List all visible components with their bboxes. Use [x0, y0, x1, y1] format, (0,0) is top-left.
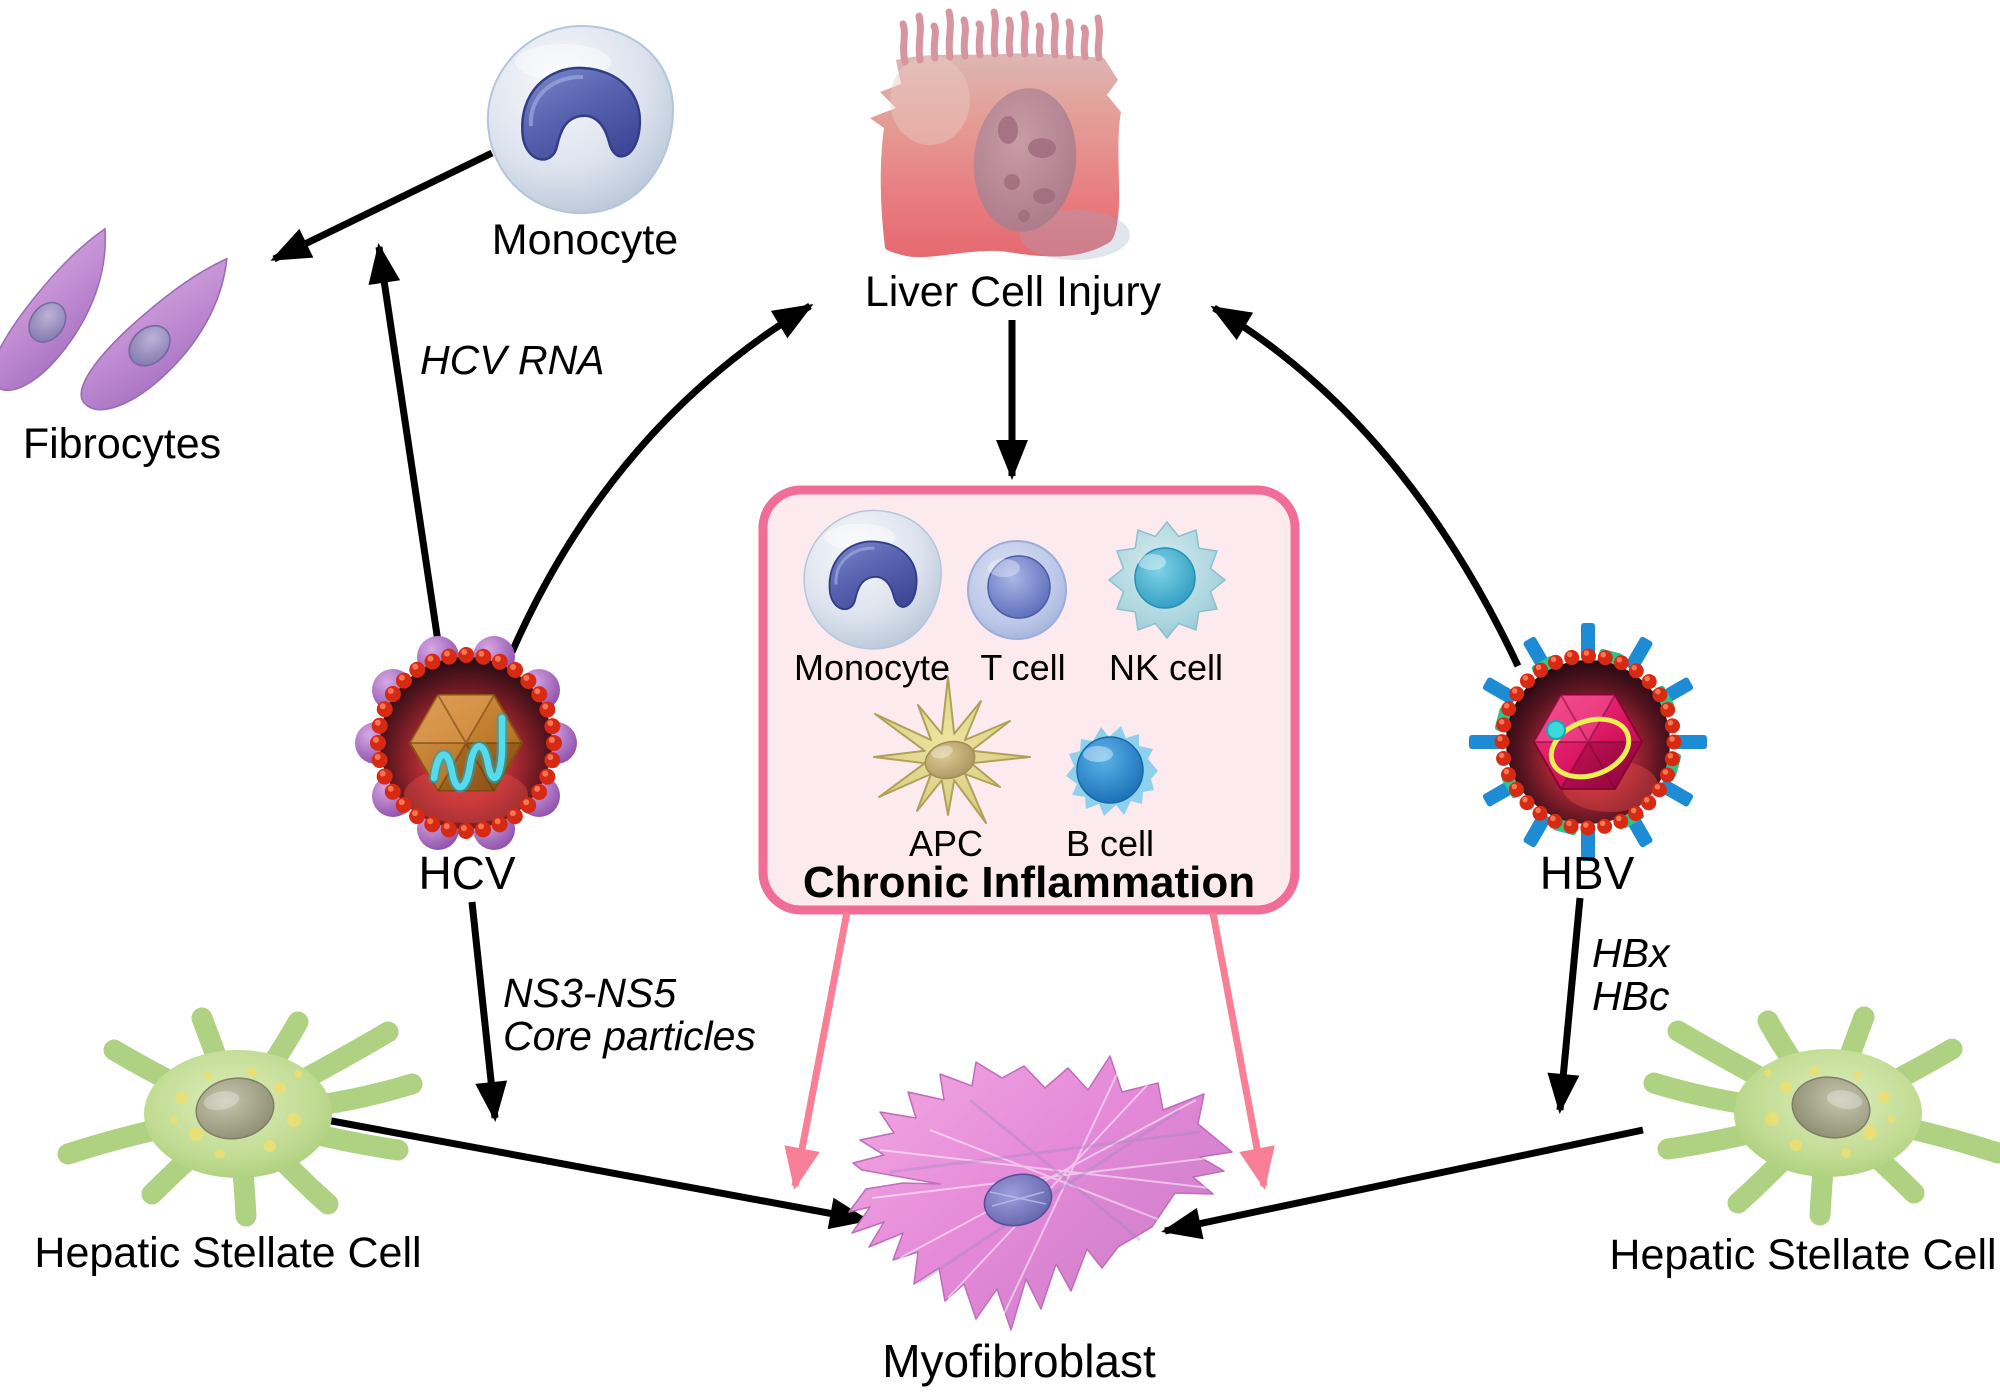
arrow-hsc-left-to-myofibroblast — [309, 1113, 870, 1230]
arrow-hbv-to-hsc — [1547, 897, 1584, 1114]
fibrocytes-label: Fibrocytes — [23, 420, 221, 468]
arrow-layer — [270, 149, 1644, 1240]
hbv-label: HBV — [1540, 847, 1635, 899]
hepatic-stellate-cell-right-label: Hepatic Stellate Cell — [1609, 1231, 1996, 1279]
chronic-inflammation-title: Chronic Inflammation — [803, 858, 1255, 907]
hepatic-stellate-cell-left — [68, 1018, 412, 1216]
hbx-annotation: HBx — [1592, 930, 1671, 976]
arrow-hcv-to-liver-injury — [508, 303, 814, 654]
box-monocyte-cell — [802, 508, 943, 651]
liver-cell-injury-label: Liver Cell Injury — [865, 268, 1162, 316]
hbc-annotation: HBc — [1592, 973, 1670, 1019]
arrow-hsc-right-to-myofibroblast — [1161, 1126, 1644, 1240]
box-monocyte-label: Monocyte — [794, 647, 950, 688]
box-t-cell-label: T cell — [980, 647, 1065, 688]
core-particles-annotation: Core particles — [503, 1013, 756, 1059]
box-apc-cell — [873, 676, 1031, 824]
liver-cell-microvilli — [899, 8, 1103, 66]
box-b-cell-label: B cell — [1066, 823, 1154, 864]
arrow-hbv-to-liver-injury — [1210, 304, 1522, 668]
box-apc-label: APC — [909, 823, 983, 864]
box-b-cell — [1066, 726, 1158, 816]
arrow-hcv-to-monocyte — [368, 243, 444, 656]
myofibroblast-label: Myofibroblast — [882, 1335, 1156, 1387]
hcv-rna-annotation: HCV RNA — [420, 337, 605, 383]
box-nk-cell — [1107, 520, 1227, 640]
myofibroblast-cell — [848, 1055, 1233, 1331]
box-t-cell — [967, 540, 1067, 640]
monocyte-label: Monocyte — [492, 216, 678, 264]
monocyte-cell — [485, 23, 676, 216]
hbv-virus — [1469, 623, 1707, 861]
box-nk-cell-label: NK cell — [1109, 647, 1223, 688]
arrow-hcv-to-hsc — [468, 901, 508, 1122]
chronic-inflammation-box: Monocyte T cell NK cell APC B cell Chron… — [758, 485, 1300, 915]
hbv-core — [1532, 694, 1644, 790]
hbv-dna — [1548, 716, 1632, 780]
arrow-inflammation-to-myofibroblast-left — [784, 911, 851, 1190]
ns3-ns5-annotation: NS3-NS5 — [503, 970, 676, 1016]
fibrocytes-cells — [0, 209, 245, 436]
liver-cell — [870, 8, 1130, 260]
myofibroblast-nucleus — [983, 1173, 1053, 1227]
hepatic-stellate-cell-left-label: Hepatic Stellate Cell — [34, 1229, 421, 1277]
hcv-core — [408, 694, 524, 793]
myofibroblast-fibers — [871, 1071, 1227, 1319]
hcv-label: HCV — [418, 847, 515, 899]
arrow-inflammation-to-myofibroblast-right — [1209, 912, 1275, 1190]
arrow-monocyte-to-fibrocytes — [270, 149, 494, 263]
hepatic-stellate-cell-right — [1654, 1017, 1998, 1215]
hbv-spikes — [1469, 623, 1707, 861]
hcv-virus — [355, 636, 577, 850]
